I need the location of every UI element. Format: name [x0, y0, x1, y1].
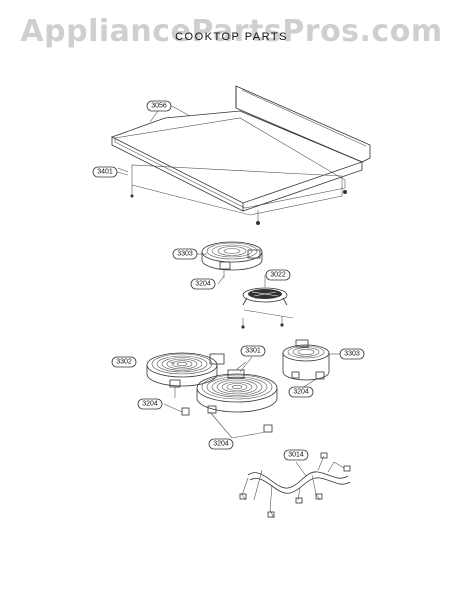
callout-3302: 3302: [111, 356, 137, 368]
callout-3204-top: 3204: [190, 278, 216, 290]
part-number-label: 3301: [245, 348, 261, 355]
callout-3303-top: 3303: [172, 248, 198, 260]
callout-3204-bottom: 3204: [208, 438, 234, 450]
part-number-label: 3302: [116, 359, 132, 366]
callout-3014: 3014: [283, 449, 309, 461]
part-number-label: 3401: [97, 169, 113, 176]
part-number-label: 3204: [293, 389, 309, 396]
callout-3204-left: 3204: [137, 398, 163, 410]
watermark-logo: AppliancePartsPros.com: [20, 14, 443, 49]
leader-lines: [116, 105, 340, 477]
left-radiant-element: [146, 352, 225, 416]
callout-3022: 3022: [265, 269, 291, 281]
callout-3301: 3301: [240, 345, 266, 357]
callout-3303-right: 3303: [339, 348, 365, 360]
callout-3204-right: 3204: [288, 386, 314, 398]
small-radiant-element: [201, 241, 263, 278]
element-bracket-part: [241, 287, 294, 329]
cooktop-glass-part: [110, 85, 371, 225]
part-number-label: 3204: [213, 441, 229, 448]
part-number-label: 3204: [195, 281, 211, 288]
part-number-label: 3056: [151, 103, 167, 110]
part-number-label: 3303: [177, 251, 193, 258]
right-radiant-element: [282, 339, 330, 381]
wire-harness-part: [239, 452, 351, 519]
large-radiant-element: [196, 361, 278, 433]
part-number-label: 3014: [288, 452, 304, 459]
callout-3401: 3401: [92, 166, 118, 178]
part-number-label: 3022: [270, 272, 286, 279]
part-number-label: 3303: [344, 351, 360, 358]
diagram-heading: COOKTOP PARTS: [175, 31, 288, 43]
part-number-label: 3204: [142, 401, 158, 408]
callout-3056: 3056: [146, 100, 172, 112]
